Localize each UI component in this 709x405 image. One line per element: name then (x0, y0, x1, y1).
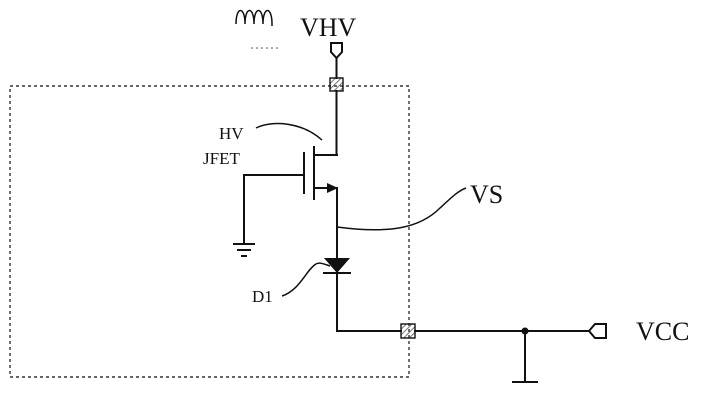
diode-d1-icon (324, 258, 350, 273)
ground-icon-gate (233, 243, 255, 257)
vs-leader (336, 187, 467, 231)
waveform-dots (251, 47, 278, 49)
vcc-port (587, 323, 607, 339)
hv-jfet-leader (255, 122, 323, 141)
vs-label: VS (470, 180, 503, 209)
vhv-port (330, 42, 343, 60)
ac-waveform-icon (235, 9, 273, 26)
hv-label: HV (219, 124, 244, 143)
vhv-label: VHV (300, 13, 357, 42)
pad-vhv (329, 77, 344, 92)
jfet-label: JFET (203, 149, 240, 168)
d1-label: D1 (252, 287, 273, 306)
pad-vcc (400, 323, 416, 339)
vcc-label: VCC (636, 317, 689, 346)
chip-boundary (9, 85, 410, 378)
d1-leader (281, 262, 331, 297)
jfet-arrow-icon (327, 183, 338, 193)
